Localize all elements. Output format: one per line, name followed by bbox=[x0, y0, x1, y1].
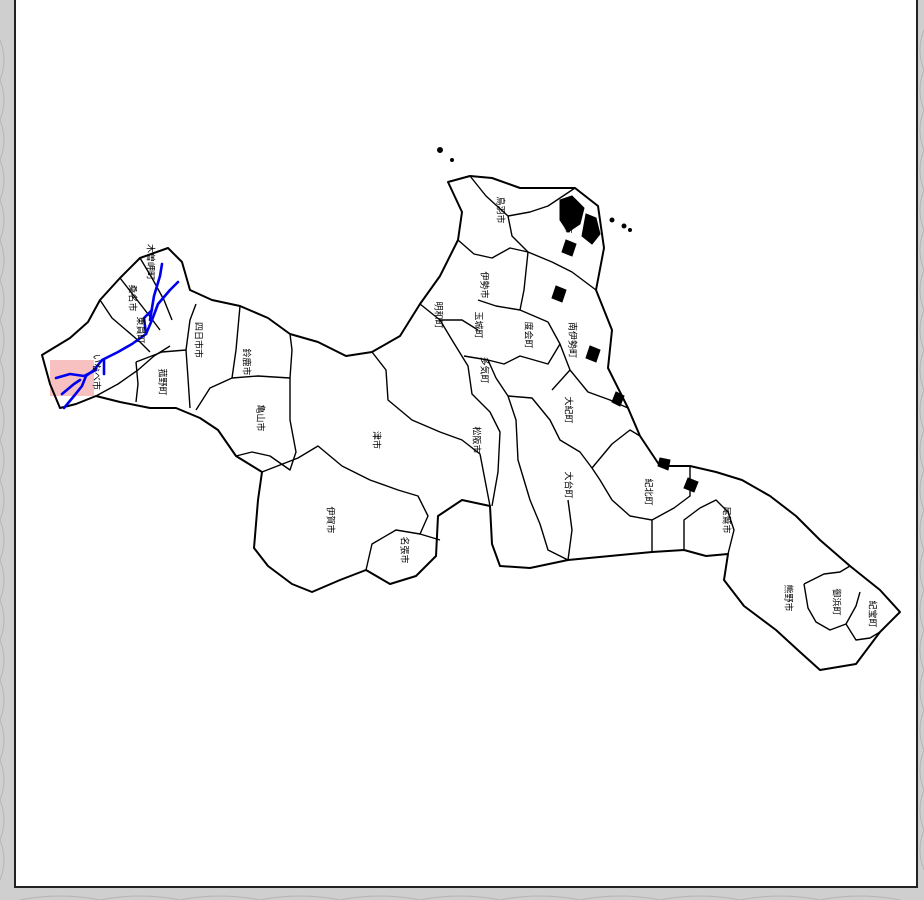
municipality-label-kisosaki: 木曽岬町 bbox=[145, 244, 157, 280]
municipality-label-minamiise: 南伊勢町 bbox=[567, 322, 579, 358]
municipality-label-meiwa: 明和町 bbox=[433, 301, 444, 328]
municipality-label-toin: 東員町 bbox=[135, 316, 147, 343]
municipality-label-matsusaka: 松阪市 bbox=[471, 426, 483, 453]
municipality-label-tamaki: 玉城町 bbox=[473, 311, 484, 338]
municipality-label-kuwana: 桑名市 bbox=[127, 284, 139, 311]
municipality-label-yokkaichi: 四日市市 bbox=[193, 322, 205, 358]
municipality-label-inabe: いなべ市 bbox=[91, 354, 103, 390]
municipality-label-ise: 伊勢市 bbox=[479, 271, 491, 298]
rivers bbox=[54, 262, 180, 410]
municipality-label-suzuka: 鈴鹿市 bbox=[241, 348, 253, 375]
municipality-label-kameyama: 亀山市 bbox=[255, 404, 267, 431]
municipality-label-nabari: 名張市 bbox=[399, 536, 411, 563]
municipality-label-komono: 菰野町 bbox=[157, 368, 169, 395]
municipality-label-watarai: 度会町 bbox=[523, 321, 535, 348]
prefecture-outline bbox=[41, 175, 901, 671]
municipality-label-kihoku: 紀北町 bbox=[643, 478, 655, 505]
municipality-label-taiki: 大紀町 bbox=[563, 396, 575, 423]
municipal-boundaries bbox=[95, 175, 881, 641]
municipality-label-mihama: 御浜町 bbox=[831, 588, 843, 615]
municipality-label-kumano: 熊野市 bbox=[783, 584, 795, 611]
municipality-label-shima: 志摩市 bbox=[563, 206, 575, 233]
municipality-label-tsu: 津市 bbox=[371, 431, 383, 449]
map-frame bbox=[14, 0, 918, 888]
municipality-label-iga: 伊賀市 bbox=[325, 506, 337, 533]
municipality-label-toba: 鳥羽市 bbox=[495, 196, 507, 223]
municipality-label-owase: 尾鷲市 bbox=[721, 506, 733, 533]
municipality-label-kiho: 紀宝町 bbox=[867, 600, 879, 627]
municipality-label-odai: 大台町 bbox=[563, 471, 575, 498]
coastal-islands bbox=[437, 147, 699, 493]
municipality-label-taki: 多気町 bbox=[479, 356, 491, 383]
